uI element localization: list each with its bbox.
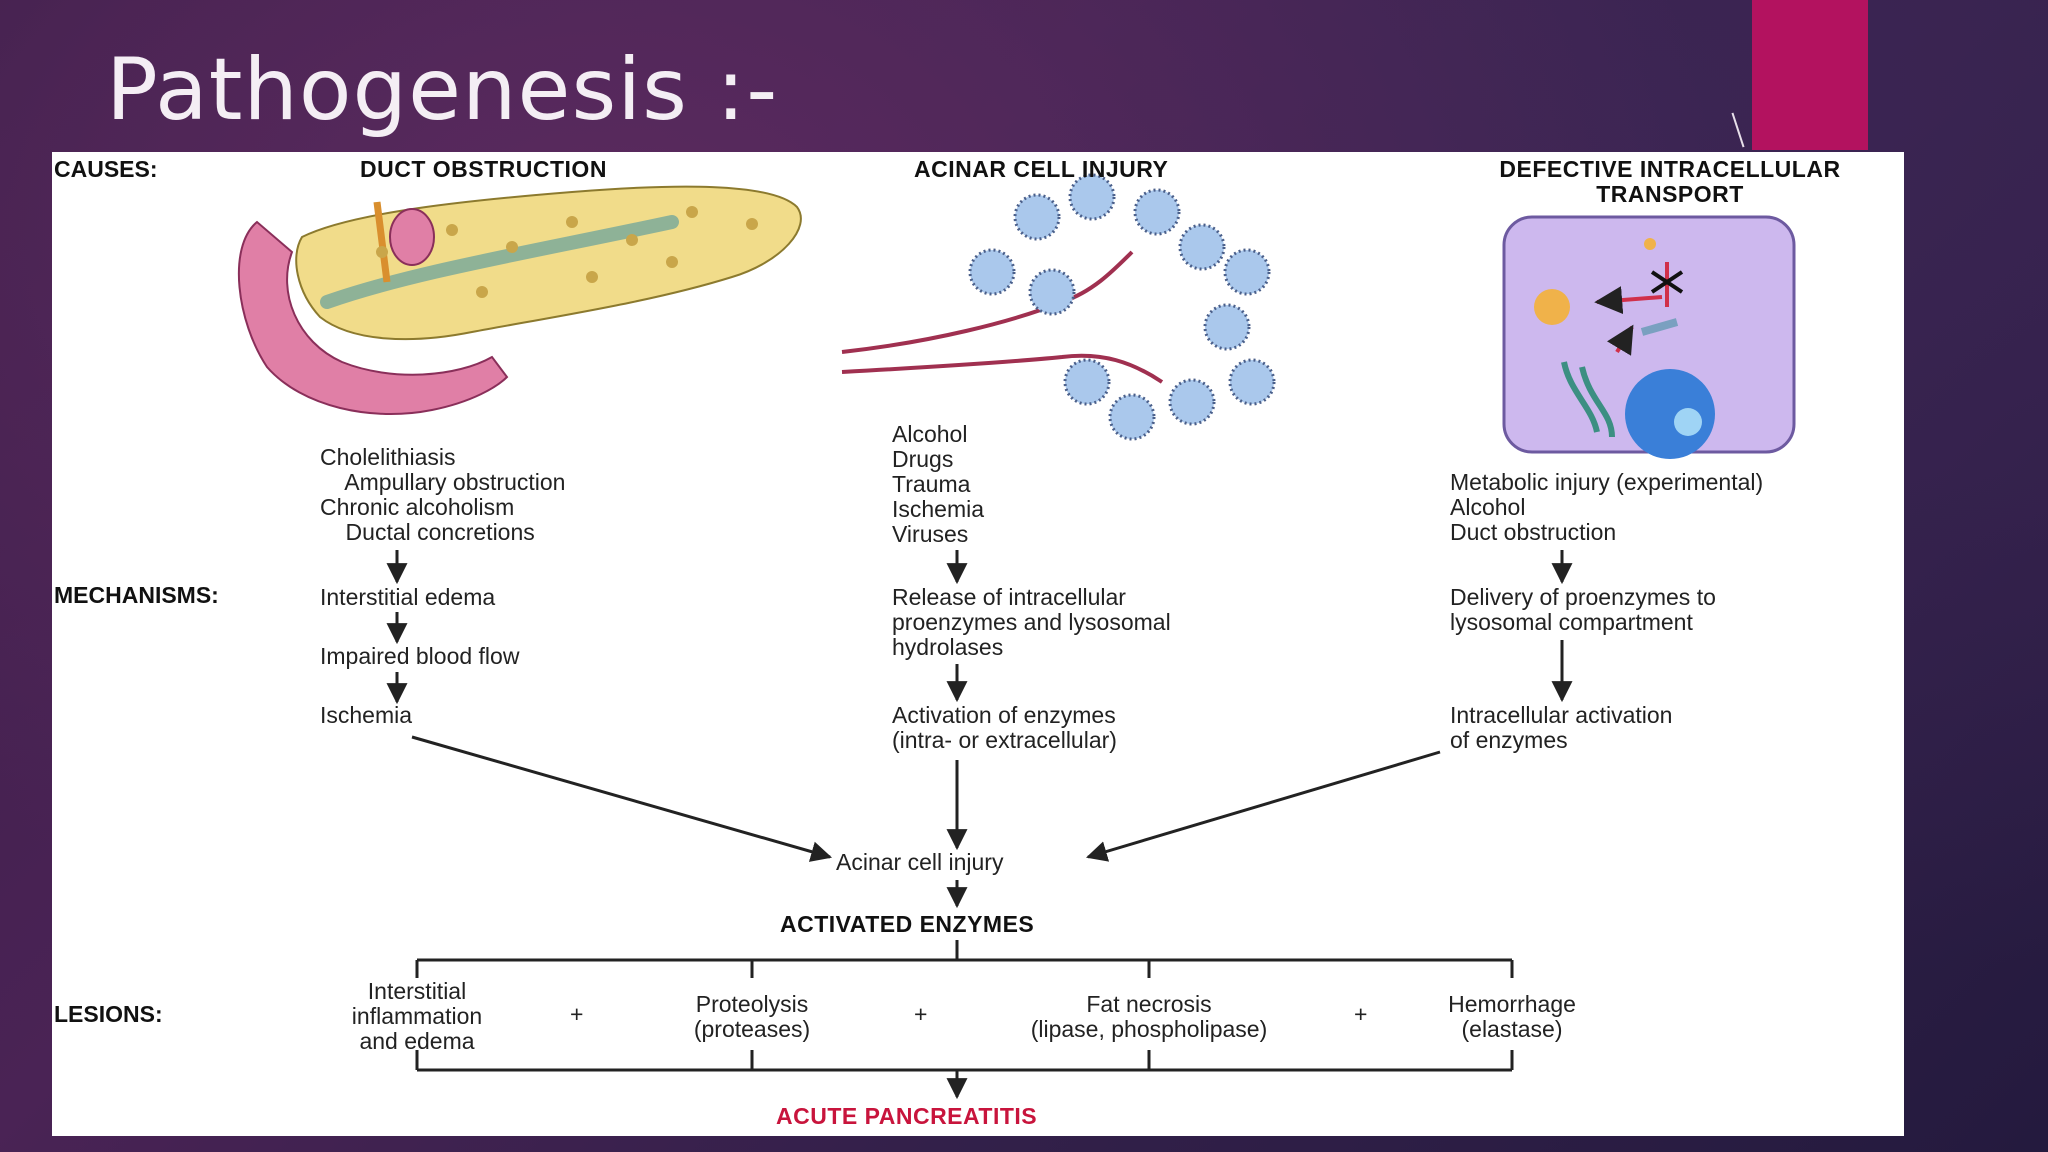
- acinar-cell-injury-header: ACINAR CELL INJURY: [914, 156, 1169, 182]
- plus-sign-2: +: [914, 1001, 928, 1027]
- pancreas-illustration: [237, 185, 802, 416]
- diagram-panel: CAUSES: MECHANISMS: LESIONS: DUCT OBSTRU…: [52, 152, 1904, 1136]
- accent-tick: [1731, 112, 1745, 148]
- impaired-blood-flow-label: Impaired blood flow: [320, 643, 520, 669]
- acinar-causes-list: Alcohol Drugs Trauma Ischemia Viruses: [892, 421, 985, 547]
- plus-sign-3: +: [1354, 1001, 1368, 1027]
- acute-pancreatitis-outcome: ACUTE PANCREATITIS: [776, 1103, 1038, 1129]
- activation-of-enzymes-label: Activation of enzymes (intra- or extrace…: [892, 702, 1117, 753]
- accent-bar: [1752, 0, 1868, 150]
- intracellular-activation-label: Intracellular activation of enzymes: [1450, 702, 1673, 753]
- activated-enzymes-node: ACTIVATED ENZYMES: [780, 911, 1035, 937]
- duct-obstruction-header: DUCT OBSTRUCTION: [360, 156, 607, 182]
- release-proenzymes-label: Release of intracellular proenzymes and …: [892, 584, 1171, 660]
- cell-illustration: [1502, 215, 1796, 459]
- plus-sign-1: +: [570, 1001, 584, 1027]
- lesion-inflammation: Interstitial inflammation and edema: [351, 978, 483, 1054]
- transport-causes-list: Metabolic injury (experimental) Alcohol …: [1450, 469, 1764, 545]
- causes-label: CAUSES:: [54, 156, 158, 182]
- duct-causes-list: Cholelithiasis Ampullary obstruction Chr…: [320, 444, 566, 545]
- acinar-cell-injury-node: Acinar cell injury: [836, 849, 1004, 875]
- interstitial-edema-label: Interstitial edema: [320, 584, 496, 610]
- lesion-proteolysis: Proteolysis (proteases): [693, 991, 811, 1042]
- lesions-label: LESIONS:: [54, 1001, 163, 1027]
- acinus-illustration: [841, 173, 1276, 441]
- mechanisms-label: MECHANISMS:: [54, 582, 219, 608]
- defective-transport-header: DEFECTIVE INTRACELLULAR TRANSPORT: [1499, 156, 1841, 207]
- delivery-proenzymes-label: Delivery of proenzymes to lysosomal comp…: [1450, 584, 1716, 635]
- ischemia-label: Ischemia: [320, 702, 413, 728]
- pathogenesis-flowchart: [237, 173, 1796, 1100]
- lesion-hemorrhage: Hemorrhage (elastase): [1448, 991, 1576, 1042]
- slide-title: Pathogenesis :-: [106, 40, 779, 140]
- lesion-fat-necrosis: Fat necrosis (lipase, phospholipase): [1030, 991, 1268, 1042]
